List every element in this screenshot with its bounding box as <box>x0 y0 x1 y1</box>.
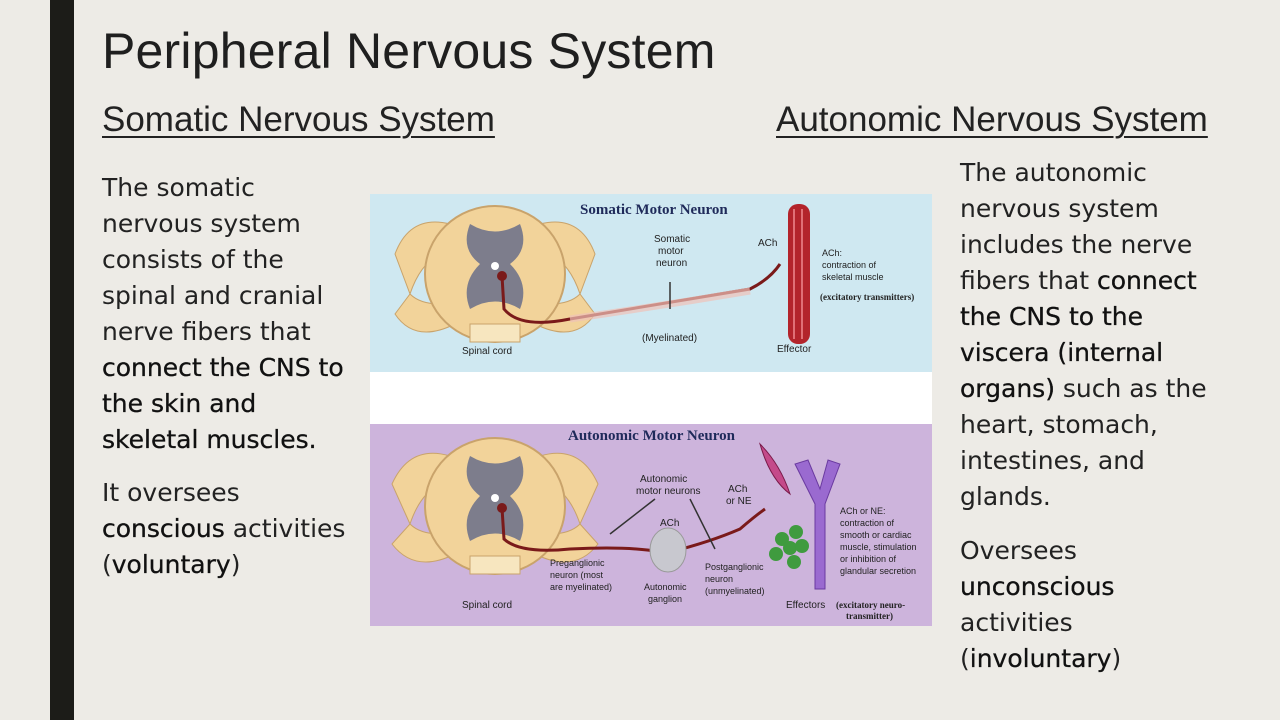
somatic-effect-3: skeletal muscle <box>822 272 884 282</box>
somatic-neuron-label-3: neuron <box>656 258 687 269</box>
autonomic-spinal-cord-label: Spinal cord <box>462 600 512 611</box>
autonomic-oversees: Oversees unconscious activities (involun… <box>960 536 1122 673</box>
autonomic-effect-1: ACh or NE: <box>840 506 886 516</box>
postganglionic-label-1: Postganglionic <box>705 562 764 572</box>
somatic-myelinated-label: (Myelinated) <box>642 333 697 344</box>
somatic-description: The somatic nervous system consists of t… <box>102 173 344 454</box>
somatic-myelin <box>569 287 751 323</box>
smooth-muscle-cell-graphic <box>758 442 791 496</box>
ganglion-label-2: ganglion <box>648 594 682 604</box>
somatic-neuron-label-2: motor <box>658 246 684 257</box>
somatic-excitatory-label: (excitatory transmitters) <box>820 292 914 302</box>
autonomic-effect-6: glandular secretion <box>840 566 916 576</box>
autonomic-ach-ne-2: or NE <box>726 496 752 507</box>
preganglionic-label-1: Preganglionic <box>550 558 605 568</box>
somatic-effect-1: ACh: <box>822 248 842 258</box>
somatic-cell-body <box>497 271 507 281</box>
postganglionic-label-3: (unmyelinated) <box>705 586 765 596</box>
pre-pointer <box>609 498 656 535</box>
preganglionic-label-2: neuron (most <box>550 570 604 580</box>
autonomic-neurons-label-2: motor neurons <box>636 486 700 497</box>
somatic-oversees: It oversees conscious activities (volunt… <box>102 478 346 579</box>
motor-neuron-figure: Somatic Motor Neuron Somatic motor neuro… <box>370 194 932 626</box>
blood-vessel-graphic <box>794 459 841 590</box>
somatic-spinal-cord-graphic <box>394 205 596 343</box>
autonomic-excitatory-1: (excitatory neuro- <box>836 600 905 610</box>
postganglionic-label-2: neuron <box>705 574 733 584</box>
autonomic-effect-5: or inhibition of <box>840 554 897 564</box>
slide-title: Peripheral Nervous System <box>102 23 716 79</box>
post-pointer <box>689 498 716 550</box>
autonomic-ach-mid: ACh <box>660 518 679 529</box>
somatic-figure-title: Somatic Motor Neuron <box>580 202 728 218</box>
somatic-effect-2: contraction of <box>822 260 877 270</box>
gland-cells-graphic <box>769 525 809 569</box>
autonomic-effect-4: muscle, stimulation <box>840 542 917 552</box>
autonomic-neurons-label-1: Autonomic <box>640 474 687 485</box>
slide-sidebar-bar <box>50 0 74 720</box>
somatic-effector-label: Effector <box>777 344 812 355</box>
effectors-label: Effectors <box>786 600 825 611</box>
somatic-ach-label: ACh <box>758 238 777 249</box>
somatic-neuron-label-1: Somatic <box>654 234 690 245</box>
preganglionic-axon <box>500 507 661 554</box>
autonomic-effect-2: contraction of <box>840 518 895 528</box>
autonomic-ganglion-graphic <box>649 527 687 573</box>
autonomic-heading: Autonomic Nervous System <box>776 100 1208 139</box>
ganglion-label-1: Autonomic <box>644 582 687 592</box>
autonomic-figure-title: Autonomic Motor Neuron <box>568 428 736 444</box>
autonomic-effect-3: smooth or cardiac <box>840 530 912 540</box>
autonomic-description: The autonomic nervous system includes th… <box>960 158 1207 511</box>
preganglionic-label-3: are myelinated) <box>550 582 612 592</box>
autonomic-ach-ne-1: ACh <box>728 484 747 495</box>
autonomic-excitatory-2: transmitter) <box>846 611 893 621</box>
skeletal-muscle-graphic <box>788 204 810 344</box>
somatic-spinal-cord-label: Spinal cord <box>462 346 512 357</box>
autonomic-cell-body <box>497 503 507 513</box>
somatic-heading: Somatic Nervous System <box>102 100 495 139</box>
panel-gap <box>370 372 932 424</box>
autonomic-spinal-cord-graphic <box>391 437 599 575</box>
postganglionic-axon <box>669 507 766 554</box>
